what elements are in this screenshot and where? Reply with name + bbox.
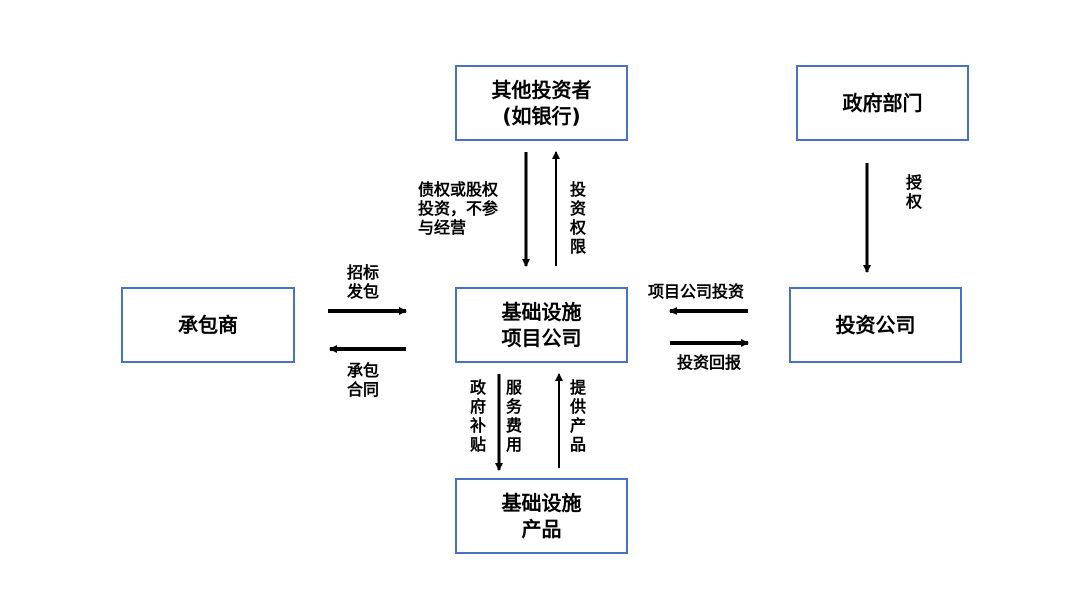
label-contract: 承包 合同 xyxy=(347,361,379,399)
label-gov-subsidy: 政府补贴 xyxy=(469,378,486,454)
label-provide-product: 提供产品 xyxy=(569,378,586,454)
label-project-investment: 项目公司投资 xyxy=(648,282,745,301)
node-other-investors: 其他投资者 (如银行) xyxy=(455,65,628,141)
node-contractor: 承包商 xyxy=(121,287,295,363)
label-debt-equity: 债权或股权 投资，不参 与经营 xyxy=(418,180,498,237)
node-contractor-label: 承包商 xyxy=(178,313,238,337)
label-service-fee: 服务费用 xyxy=(505,378,522,454)
node-investment-company-label: 投资公司 xyxy=(835,313,916,337)
node-other-investors-line1: 其他投资者 xyxy=(491,78,592,102)
label-debt-equity-line2: 投资，不参 xyxy=(418,199,499,218)
node-project-company: 基础设施 项目公司 xyxy=(455,287,628,363)
label-bidding-line2: 发包 xyxy=(347,282,380,301)
label-debt-equity-line3: 与经营 xyxy=(418,218,467,237)
label-contract-line2: 合同 xyxy=(347,380,380,399)
node-government: 政府部门 xyxy=(796,65,969,141)
node-other-investors-line2: (如银行) xyxy=(502,104,581,128)
label-bidding: 招标 发包 xyxy=(347,263,379,301)
label-debt-equity-line1: 债权或股权 xyxy=(418,180,499,199)
label-bidding-line1: 招标 xyxy=(347,263,380,282)
node-infrastructure-product: 基础设施 产品 xyxy=(455,478,628,554)
label-investment-rights: 投资权限 xyxy=(569,180,586,256)
node-product-line1: 基础设施 xyxy=(501,491,582,515)
node-project-company-line1: 基础设施 xyxy=(501,300,582,324)
label-contract-line1: 承包 xyxy=(347,361,380,380)
label-authorization: 授权 xyxy=(905,173,922,211)
node-product-line2: 产品 xyxy=(521,517,562,541)
node-project-company-line2: 项目公司 xyxy=(501,326,582,350)
label-investment-return: 投资回报 xyxy=(677,353,742,372)
node-investment-company: 投资公司 xyxy=(789,287,962,363)
node-government-label: 政府部门 xyxy=(842,91,923,115)
